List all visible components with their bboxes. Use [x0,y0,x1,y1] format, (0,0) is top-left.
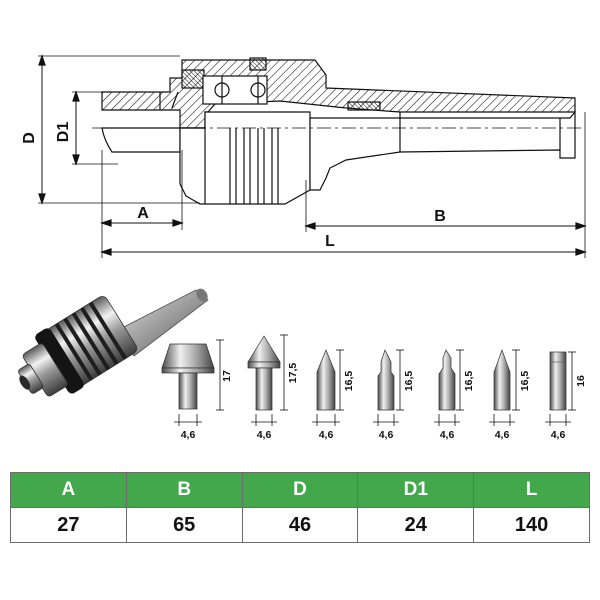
tip-2-width: 4,6 [257,429,272,441]
spec-value-row: 27 65 46 24 140 [10,507,590,543]
tip-4-width: 4,6 [379,429,394,441]
tip-4-height: 16,5 [403,371,415,392]
dim-label-l: L [325,233,335,250]
live-center-photo [18,288,209,397]
technical-drawing [38,54,587,258]
spec-table: A B D D1 L 27 65 46 24 140 [10,472,590,543]
dim-label-b: B [434,208,446,225]
dim-label-d: D [21,132,38,144]
bearing-cage [202,75,268,105]
tip-5 [434,349,464,426]
tip-6-width: 4,6 [495,429,510,441]
tip-5-height: 16,5 [463,371,475,392]
tip-1 [161,339,224,426]
tip-7-width: 4,6 [551,429,566,441]
tip-4 [373,349,404,426]
spec-header-a: A [10,472,127,508]
tip-6-height: 16,5 [519,371,531,392]
tip-7 [545,351,576,426]
spec-value-d1: 24 [357,507,475,543]
spec-header-l: L [473,472,590,508]
tip-3-width: 4,6 [319,429,334,441]
spec-value-b: 65 [125,507,243,543]
dim-label-a: A [137,205,149,222]
dim-label-d1: D1 [55,122,72,143]
tip-7-height: 16 [575,375,587,387]
spec-header-b: B [125,472,243,508]
spec-header-d1: D1 [357,472,475,508]
spec-header-d: D [241,472,359,508]
bearing-block [181,69,205,89]
spec-value-d: 46 [241,507,359,543]
tip-3-height: 16,5 [343,371,355,392]
spec-header-row: A B D D1 L [10,472,590,508]
tip-5-width: 4,6 [440,429,455,441]
tip-1-height: 17 [221,370,233,382]
taper-shank-outline [309,110,576,191]
bearing-race [249,57,267,71]
tip-2-height: 17,5 [287,363,299,384]
tip-6 [489,348,520,426]
spec-value-l: 140 [473,507,590,543]
spec-value-a: 27 [10,507,127,543]
tip-1-width: 4,6 [181,429,196,441]
tip-3 [312,349,344,426]
nose-outline [101,127,181,153]
needle-bearing [347,101,381,111]
tips-row: 17 4,6 17,5 4,6 16,5 4,6 16,5 4,6 16,5 4… [161,334,587,441]
tip-2 [247,334,288,426]
black-band [35,328,84,394]
